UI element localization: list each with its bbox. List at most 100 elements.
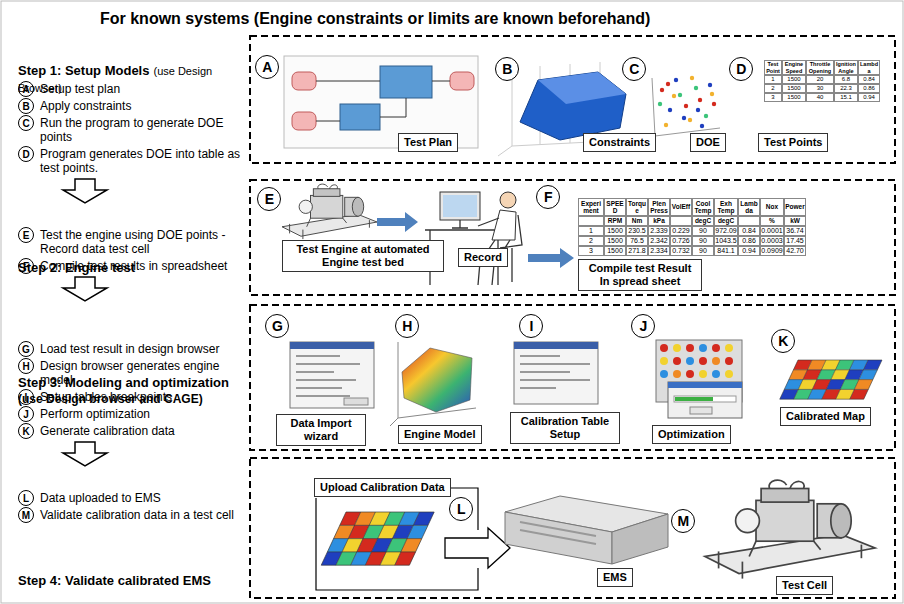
table-text: 0.86 (742, 237, 756, 245)
table-cell: 2.339 (648, 226, 670, 236)
table-cell: 0.229 (670, 226, 692, 236)
table-cell: Lambda (858, 60, 880, 75)
table-cell: Nox (760, 198, 784, 216)
callout-letter: I (529, 318, 533, 334)
table-text: 2 (771, 85, 774, 92)
table-text: 1 (771, 76, 774, 83)
step-item: DProgram generates DOE into table as tes… (18, 147, 246, 175)
table-text: 15.1 (840, 94, 852, 101)
table-cell: Power (784, 198, 806, 216)
table-cell: kW (784, 216, 806, 226)
callout-letter: K (778, 333, 788, 349)
table-cell: 15.1 (834, 93, 858, 102)
callout-letter: B (502, 61, 512, 77)
table-text: 0.94 (863, 94, 875, 101)
table-cell: Plen Press (648, 198, 670, 216)
callout-number: M (671, 509, 695, 533)
table-cell: 17.45 (784, 236, 806, 246)
table-text: 0.86 (863, 85, 875, 92)
table-cell: 90 (692, 226, 714, 236)
table-text: 0.0003 (761, 237, 782, 245)
table-cell: 0.726 (670, 236, 692, 246)
step-note: (use Design browser and CAGE) (18, 391, 246, 407)
caption-box: Compile test Result In spread sheet (578, 259, 702, 291)
table-cell: 972.09 (714, 226, 738, 236)
table-text: 2 (589, 237, 593, 245)
callout-number: E (257, 187, 281, 211)
caption-text: Test Points (764, 136, 822, 149)
table-text: Lambda (859, 61, 879, 73)
table-cell: 2.342 (648, 236, 670, 246)
callout-letter: E (265, 191, 274, 207)
table-text: 90 (699, 237, 707, 245)
table-cell: 90 (692, 236, 714, 246)
step-letter: E (18, 227, 34, 243)
step-letter: K (18, 423, 34, 439)
caption-box: Constraints (583, 133, 656, 152)
callout-letter: D (736, 61, 746, 77)
step-title: Step 4: Validate calibrated EMS (18, 573, 211, 588)
table-cell: 30 (806, 84, 834, 93)
step-letter: J (18, 406, 34, 422)
callout-number: H (395, 314, 419, 338)
table-text: Experiment (579, 200, 603, 214)
table-cell: Nm (626, 216, 648, 226)
step-heading: Step 4: Validate calibrated EMS (18, 572, 246, 589)
table-text: % (769, 217, 775, 224)
callout-letter: A (262, 59, 272, 75)
table-text: 76.5 (630, 237, 644, 245)
table-cell: 0.86 (738, 236, 760, 246)
table-cell: 0.94 (738, 246, 760, 256)
table-cell: 22.3 (834, 84, 858, 93)
step-text: Validate calibration data in a test cell (40, 508, 246, 522)
step-text: Data uploaded to EMS (40, 491, 246, 505)
caption-text: Data Import wizard (282, 417, 360, 443)
table-text: Ignition Angle (835, 61, 857, 73)
step-title: Step 3: Modeling and optimization (18, 375, 229, 390)
table-cell: 0.94 (858, 93, 880, 102)
diagram-title: For known systems (Engine constraints or… (100, 10, 904, 28)
table-text: 0.0909 (761, 247, 782, 255)
table-cell: 1500 (782, 93, 806, 102)
step-item: LData uploaded to EMS (18, 491, 246, 505)
table-cell: 1500 (604, 246, 626, 256)
table-text: 90 (699, 227, 707, 235)
table-text: 0.732 (672, 247, 690, 255)
table-cell: 1 (764, 75, 782, 84)
table-text: 1500 (787, 85, 800, 92)
callout-number: L (449, 497, 473, 521)
table-cell: degC (714, 216, 738, 226)
table-cell: 2 (764, 84, 782, 93)
step-text: Generate calibration data (40, 424, 246, 438)
table-cell: 0.0001 (760, 226, 784, 236)
caption-text: Optimization (658, 428, 725, 441)
table-text: Plen Press (649, 200, 669, 214)
caption-box: Test Engine at automated Engine test bed (282, 240, 444, 272)
table-text: 3 (589, 247, 593, 255)
table-cell: 2 (578, 236, 604, 246)
table-text: 271.8 (628, 247, 646, 255)
table-text: 1500 (787, 76, 800, 83)
callout-letter: L (457, 501, 466, 517)
callout-letter: J (639, 318, 647, 334)
table-cell: VolEff (670, 198, 692, 216)
table-text: Exh Temp (715, 200, 737, 214)
table-text: 2.334 (650, 247, 668, 255)
table-cell: 230.5 (626, 226, 648, 236)
step-item: BApply constraints (18, 99, 246, 113)
table-text: 6.8 (842, 76, 850, 83)
table-cell: Ignition Angle (834, 60, 858, 75)
step-heading: Step 1: Setup Models(use Design Browser) (18, 62, 246, 96)
callout-number: J (631, 314, 655, 338)
table-text: kW (790, 217, 800, 224)
caption-box: Engine Model (398, 425, 482, 444)
table-text: 972.09 (715, 227, 736, 235)
table-text: 0.84 (863, 76, 875, 83)
caption-text: Compile test Result In spread sheet (584, 262, 696, 288)
step-item: GLoad test result in design browser (18, 342, 246, 356)
step-letter: M (18, 507, 34, 523)
table-text: 230.5 (628, 227, 646, 235)
table-text: SPEED (605, 200, 625, 214)
caption-text: Constraints (589, 136, 650, 149)
caption-box: Optimization (652, 425, 731, 444)
